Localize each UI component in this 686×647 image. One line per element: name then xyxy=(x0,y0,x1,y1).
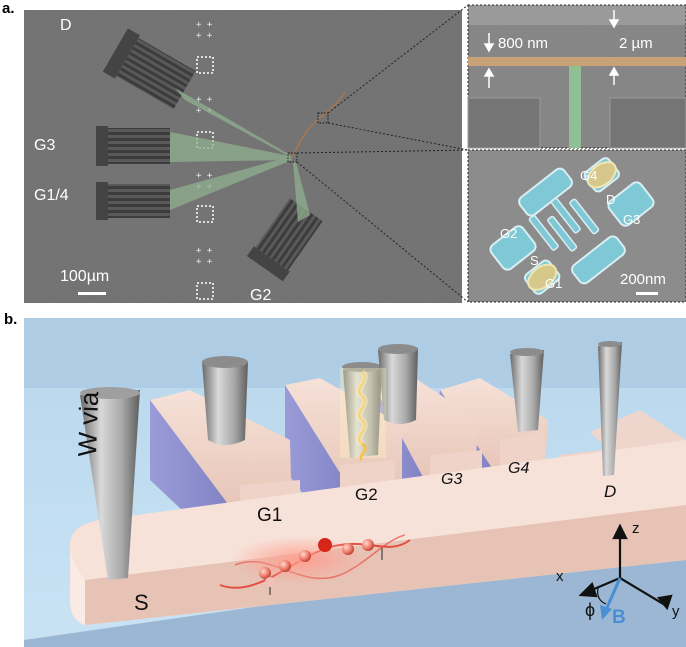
w-via-d xyxy=(598,342,622,476)
svg-text:+ +: + + xyxy=(196,20,213,30)
coordinate-axes xyxy=(578,523,673,611)
svg-text:+ +: + + xyxy=(196,257,213,267)
device-label-g3: G3 xyxy=(623,212,641,227)
drain-face xyxy=(560,440,686,510)
device-label-g2: G2 xyxy=(500,226,518,241)
panel-b-label: b. xyxy=(4,311,18,328)
source-label: S xyxy=(134,590,149,615)
svg-text:+ +: + + xyxy=(196,31,213,41)
zoom-box-wire xyxy=(317,112,329,124)
label-g14-overview: G1/4 xyxy=(34,187,69,204)
svg-text:+ +: + + xyxy=(196,106,213,116)
gate-label-g3: G3 xyxy=(441,471,463,488)
dim-label-2um: 2 µm xyxy=(619,35,653,52)
w-via-g1 xyxy=(202,362,248,445)
bond-pad-top-left xyxy=(102,28,196,110)
bond-pad-g3 xyxy=(96,126,170,166)
w-via-label: W via xyxy=(72,391,105,458)
axis-label-y: y xyxy=(672,603,680,620)
gate-green xyxy=(569,66,581,148)
dim-label-800nm: 800 nm xyxy=(498,35,549,52)
source-contact xyxy=(70,440,686,625)
device-label-g4: G4 xyxy=(580,168,598,183)
substrate-lower xyxy=(24,545,686,647)
microwave-signal xyxy=(340,368,386,462)
axis-label-z: z xyxy=(632,520,640,537)
w-via-g3 xyxy=(378,348,418,424)
panel-a-graphics: + + + + + + + + + + + + + + + + xyxy=(24,4,686,303)
gate-label-g1: G1 xyxy=(257,505,283,526)
scale-label-overview: 100µm xyxy=(60,268,110,285)
label-g3-overview: G3 xyxy=(34,137,56,154)
spin-qubit-chain xyxy=(219,534,411,595)
substrate-background xyxy=(24,318,686,647)
sem-zoom-device-image xyxy=(467,149,686,303)
svg-text:+ +: + + xyxy=(196,246,213,256)
gate-label-d: D xyxy=(604,482,617,501)
sem-overview-image: + + + + + + + + + + + + + + + + xyxy=(24,4,469,303)
label-g2-overview: G2 xyxy=(250,287,272,304)
sem-zoom-top-image xyxy=(467,4,686,149)
axis-label-x: x xyxy=(556,568,564,585)
gate-stack xyxy=(150,378,686,555)
tungsten-vias xyxy=(80,341,622,580)
device-label-g1: G1 xyxy=(545,276,563,291)
scale-bar-device xyxy=(636,292,658,295)
panel-a-label: a. xyxy=(2,0,15,17)
drain-lead xyxy=(291,91,346,159)
w-via-g2 xyxy=(343,365,382,458)
device-label-d: D xyxy=(606,192,616,207)
nanowire-orange xyxy=(468,57,686,66)
scale-bar-overview xyxy=(78,292,106,295)
gate-label-g4: G4 xyxy=(508,460,530,477)
axis-label-phi: ϕ xyxy=(585,600,596,620)
field-label-b: B xyxy=(612,607,626,628)
fanout-leads xyxy=(170,88,310,222)
zoom-box-device xyxy=(287,152,298,163)
device-label-s: S xyxy=(530,253,539,268)
label-d-overview: D xyxy=(60,17,72,34)
scale-label-device: 200nm xyxy=(620,271,666,288)
bond-pad-g14 xyxy=(96,182,170,220)
svg-text:+ +: + + xyxy=(196,95,213,105)
w-via-g4 xyxy=(510,350,544,432)
svg-text:+ +: + + xyxy=(196,171,213,181)
gate-label-g2: G2 xyxy=(355,485,378,504)
